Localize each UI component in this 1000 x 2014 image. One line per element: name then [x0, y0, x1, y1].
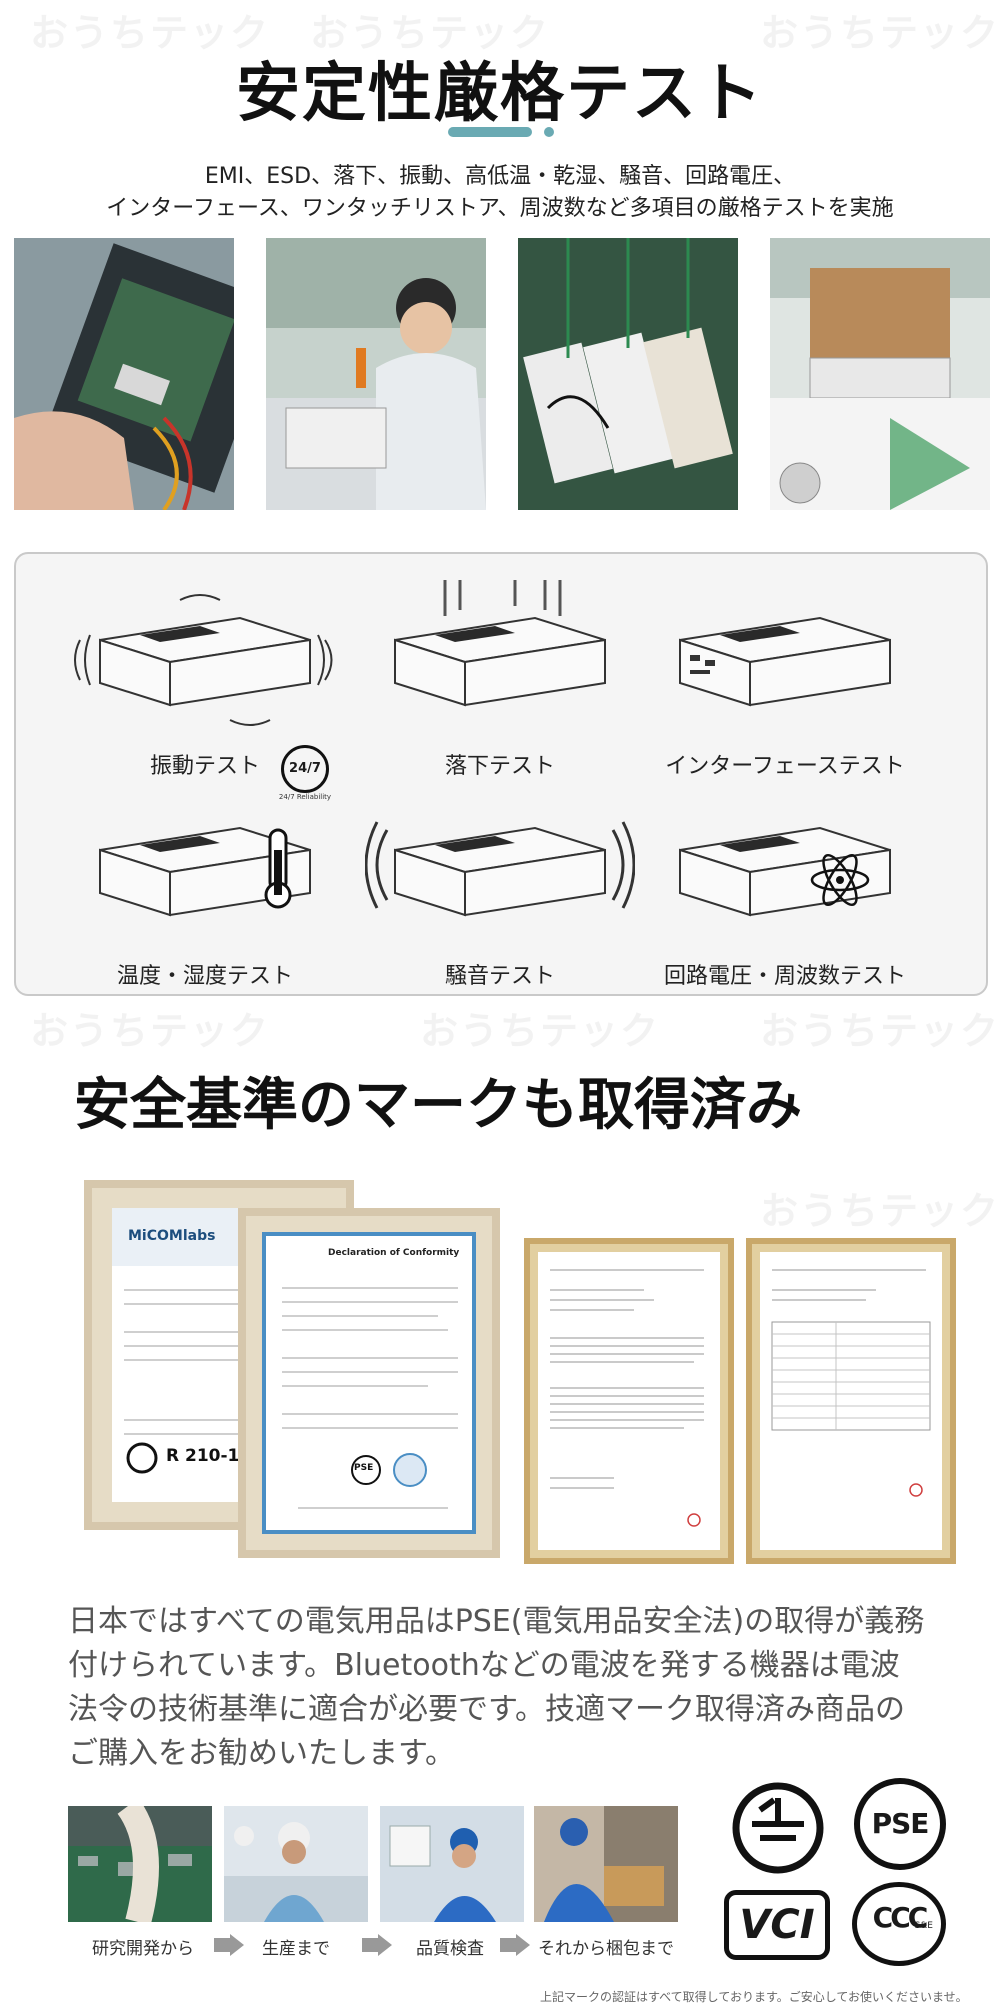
vci-mark-text: VCI	[739, 1902, 815, 1948]
process-label-packaging: それから梱包まで	[538, 1939, 674, 1959]
vibration-icon	[74, 594, 333, 726]
photo-motherboard-cable	[14, 238, 234, 510]
micom-logo: MiCOMlabs	[128, 1228, 216, 1244]
ccc-mark: CCC S&E	[852, 1882, 946, 1966]
body-line-3: 法令の技術基準に適合が必要です。技適マーク取得済み商品の	[68, 1692, 905, 1727]
test-item-circuit: 回路電圧・周波数テスト	[640, 790, 930, 990]
watermark: おうちテック	[760, 1189, 1000, 1233]
test-label: 回路電圧・周波数テスト	[663, 964, 906, 989]
footnote: 上記マークの認証はすべて取得しております。ご安心してお使いくださいませ。	[540, 1990, 968, 2004]
process-label-inspection: 品質検査	[416, 1939, 484, 1959]
test-label: 騒音テスト	[444, 964, 555, 989]
arrow-right-icon	[214, 1934, 244, 1956]
section-title-certifications: 安全基準のマークも取得済み	[74, 1073, 802, 1138]
ccc-mark-sub: S&E	[914, 1921, 933, 1931]
process-photo-inspection	[380, 1806, 524, 1922]
body-line-4: ご購入をお勧めいたします。	[68, 1736, 455, 1771]
certificate-frame-conformity: Declaration of Conformity PSE	[238, 1208, 500, 1558]
pse-mark-text: PSE	[871, 1807, 930, 1840]
badge-247-sub: 24/7 Reliability	[278, 793, 332, 801]
photo-drop-test-machine	[770, 238, 990, 510]
certificate-frame-gold-1	[524, 1238, 734, 1564]
watermark: おうちテック	[30, 1009, 271, 1053]
watermark: おうちテック	[420, 1009, 661, 1053]
process-photo-packaging	[534, 1806, 678, 1922]
process-label-rnd: 研究開発から	[92, 1939, 194, 1959]
body-line-1: 日本ではすべての電気用品はPSE(電気用品安全法)の取得が義務	[68, 1604, 925, 1639]
pse-explanation: 日本ではすべての電気用品はPSE(電気用品安全法)の取得が義務 付けられています…	[68, 1600, 928, 1776]
sound-wave-icon	[365, 821, 635, 917]
photo-technician-soldering	[266, 238, 486, 510]
badge-247-main: 24/7	[281, 745, 329, 793]
test-label: 落下テスト	[444, 754, 555, 779]
test-item-interface: インターフェーステスト	[640, 580, 930, 780]
test-item-drop: 落下テスト	[355, 580, 645, 780]
photo-hanging-units	[518, 238, 738, 510]
certificate-frame-gold-2	[746, 1238, 956, 1564]
interface-icon	[679, 616, 891, 707]
test-item-temperature: 24/7 24/7 Reliability 温度・湿度テスト	[60, 745, 350, 990]
process-photo-production	[224, 1806, 368, 1922]
badge-247: 24/7 24/7 Reliability	[270, 745, 340, 801]
giteki-mark-icon	[732, 1782, 824, 1874]
atom-icon	[679, 826, 891, 917]
thermometer-icon	[99, 826, 311, 917]
test-item-vibration: 振動テスト	[60, 580, 350, 780]
test-item-noise: 騒音テスト	[355, 790, 645, 990]
process-photo-rnd	[68, 1806, 212, 1922]
test-label: 振動テスト	[149, 754, 260, 779]
body-line-2: 付けられています。Bluetoothなどの電波を発する機器は電波	[68, 1648, 900, 1683]
subtitle-line-1: EMI、ESD、落下、振動、高低温・乾湿、騒音、回路電圧、	[204, 164, 796, 189]
title-underline-dot	[544, 127, 554, 137]
watermark: おうちテック	[760, 1009, 1000, 1053]
vci-mark: VCI	[724, 1890, 830, 1960]
arrow-right-icon	[362, 1934, 392, 1956]
drop-icon	[394, 580, 606, 707]
pse-mark: PSE	[854, 1778, 946, 1870]
conformity-title: Declaration of Conformity	[328, 1248, 460, 1258]
test-label: インターフェーステスト	[665, 754, 905, 779]
title-underline	[448, 127, 532, 137]
subtitle-line-2: インターフェース、ワンタッチリストア、周波数など多項目の厳格テストを実施	[106, 196, 894, 221]
process-label-production: 生産まで	[262, 1939, 330, 1959]
page-title: 安定性厳格テスト	[236, 57, 764, 131]
pse-mark-small: PSE	[354, 1463, 374, 1473]
arrow-right-icon	[500, 1934, 530, 1956]
test-label: 温度・湿度テスト	[116, 964, 293, 989]
ccc-mark-text: CCC	[872, 1901, 929, 1934]
